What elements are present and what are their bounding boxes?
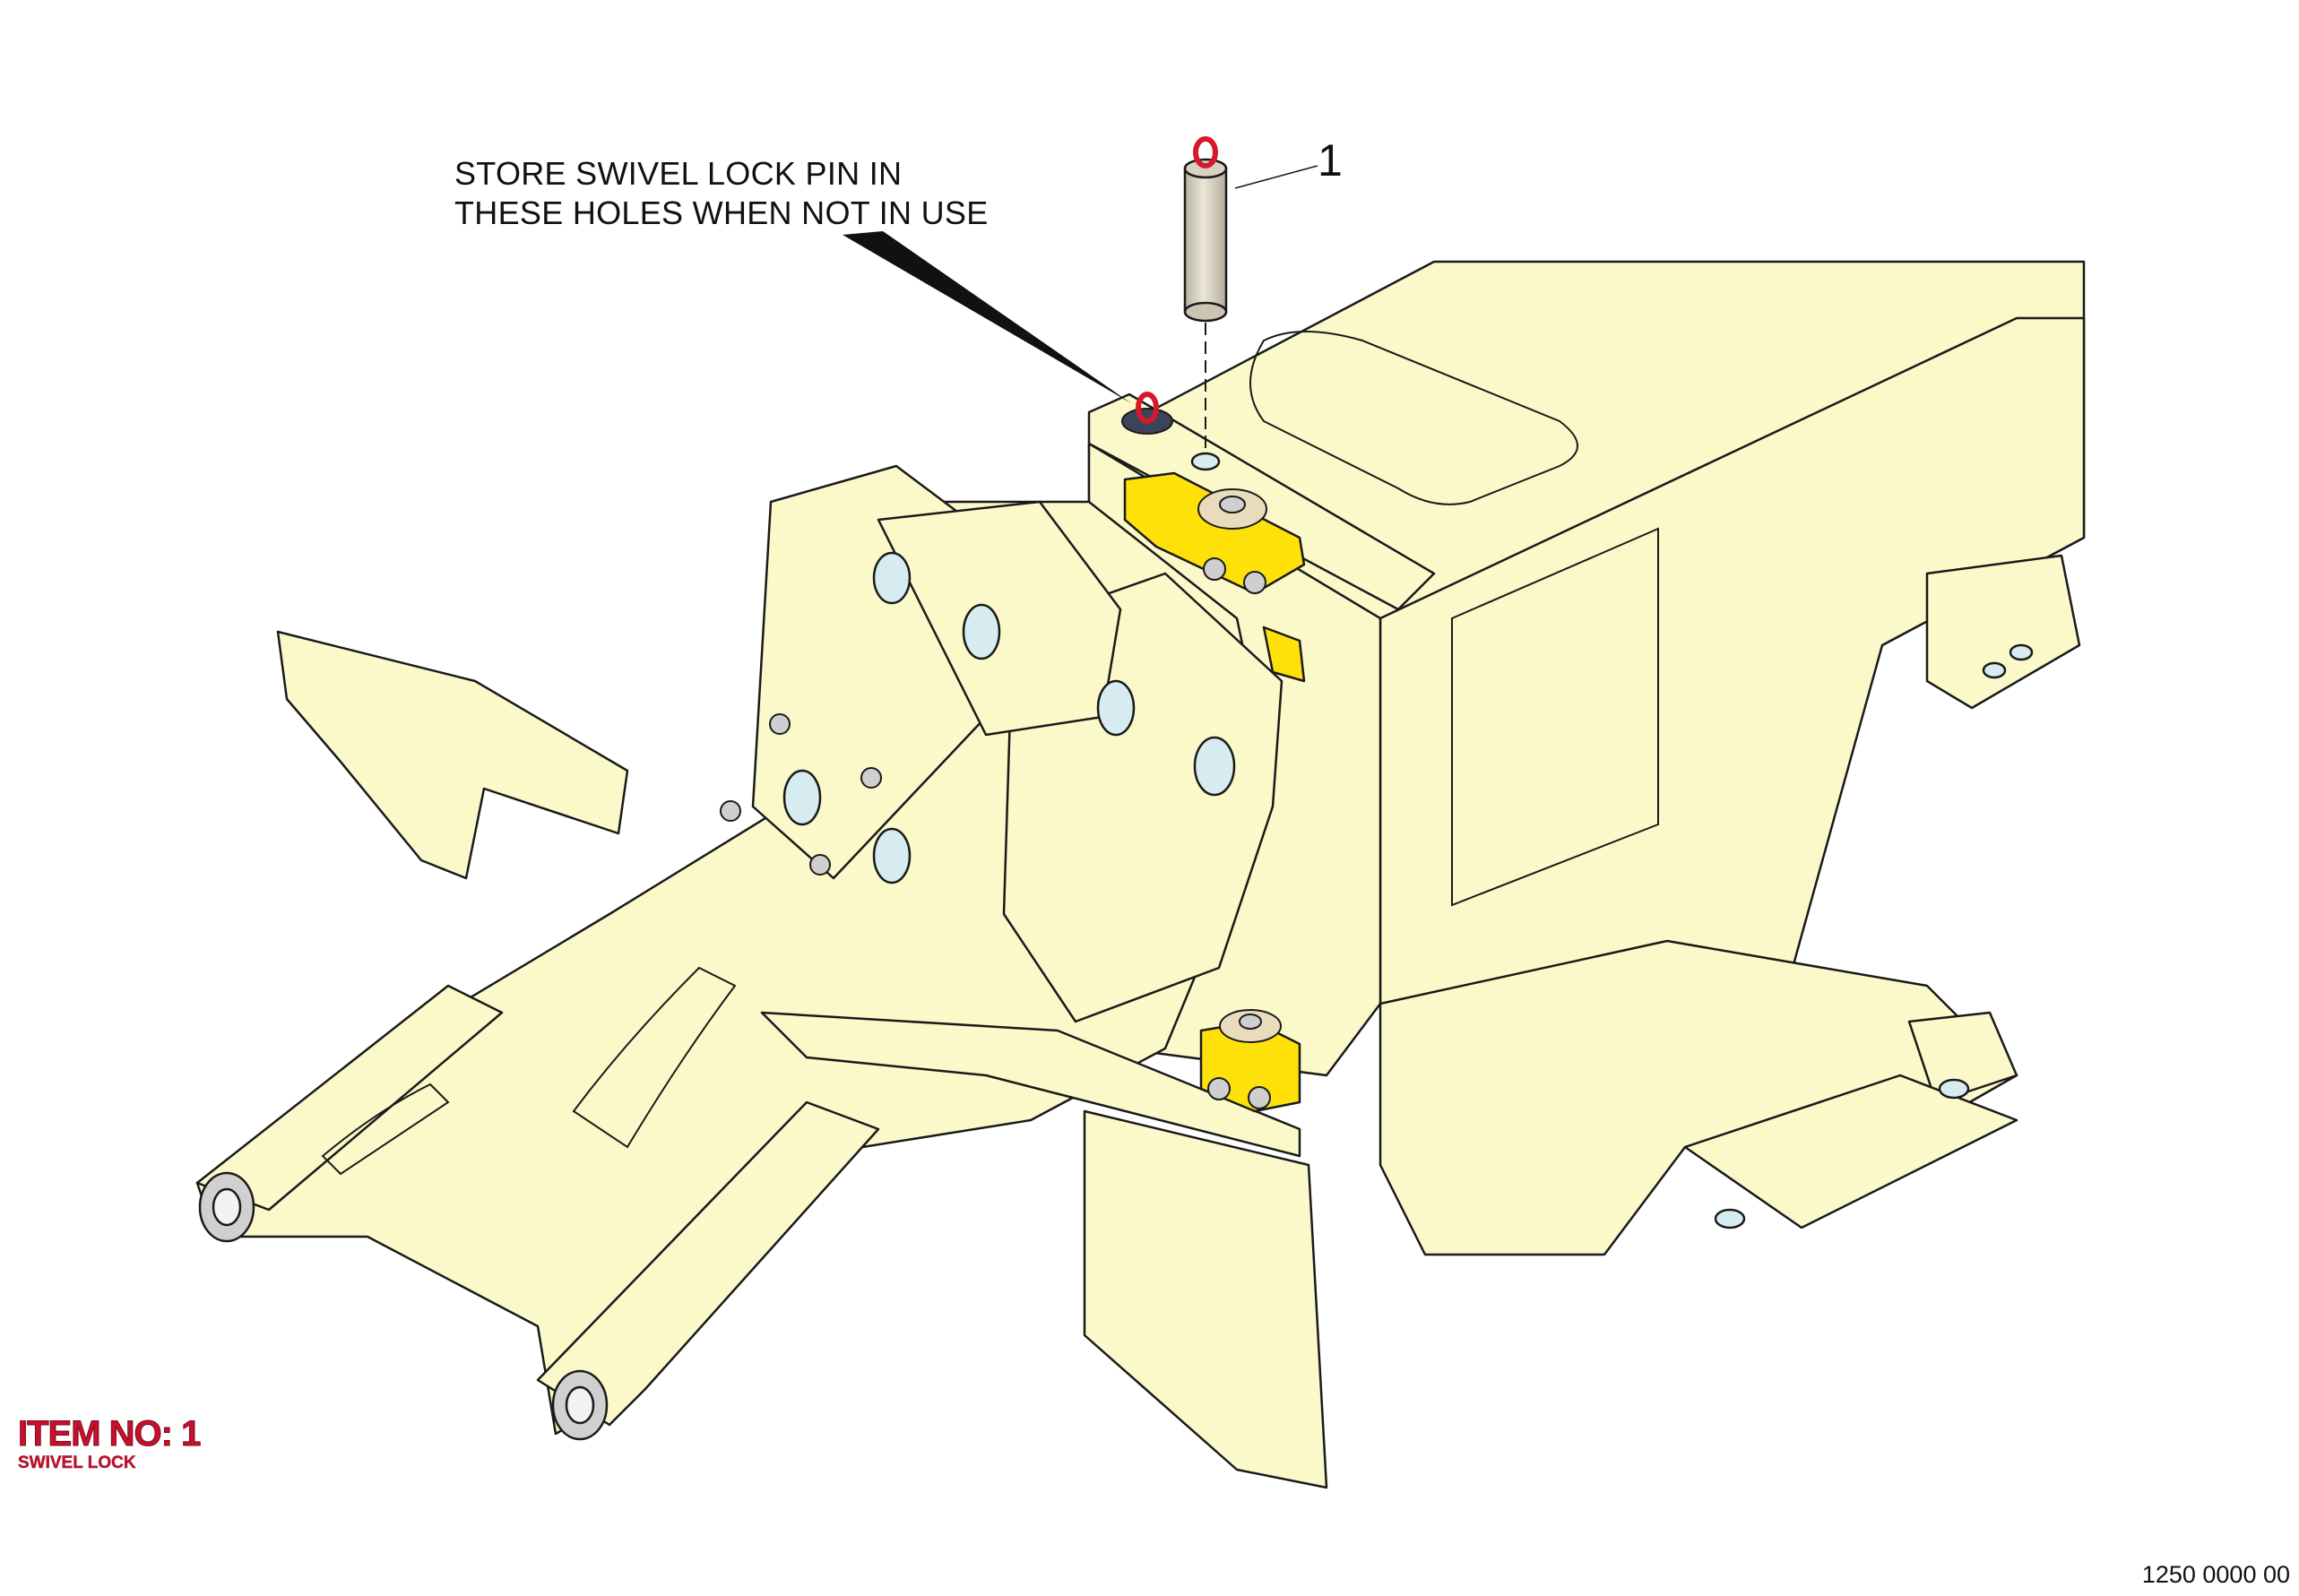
pin-body-icon — [1183, 167, 1228, 314]
drawing-number: 1250 0000 00 — [2141, 1561, 2290, 1588]
rear-frame-window — [1249, 331, 1578, 505]
rear-frame-bottom-plate — [1683, 1074, 2018, 1229]
storage-callout: STORE SWIVEL LOCK PIN IN THESE HOLES WHE… — [454, 154, 989, 233]
axle-mount-hole — [1714, 1208, 1746, 1229]
boom-tower-back — [877, 500, 1122, 737]
boom-pivot-hole — [962, 603, 1001, 660]
pin-bosses — [782, 452, 2034, 1229]
callout-leader-arrow — [843, 231, 1131, 403]
front-frame-slot — [572, 966, 737, 1149]
callout-line-2: THESE HOLES WHEN NOT IN USE — [454, 194, 989, 231]
callout-line-1: STORE SWIVEL LOCK PIN IN — [454, 155, 903, 192]
pin-pull-ring-icon — [1193, 136, 1218, 168]
front-guard-lower — [760, 1011, 1301, 1158]
item-stamp-description: SWIVEL LOCK — [18, 1454, 136, 1472]
swivel-lock-pin — [1183, 136, 1228, 323]
rear-frame-cutout — [1451, 527, 1659, 907]
stored-pin-ring-icon — [1136, 392, 1159, 424]
stored-pin — [1121, 392, 1173, 435]
lock-bolts — [1197, 488, 1282, 1109]
axle-mount-hole — [1938, 1078, 1970, 1100]
arm-end-rings — [198, 1171, 609, 1441]
bracket-bolts — [720, 713, 882, 876]
item-leader-line — [1234, 165, 1318, 189]
front-frame-slot-2 — [321, 1083, 450, 1176]
axle-mount-hole — [2009, 643, 2034, 661]
item-stamp-number: ITEM NO: 1 — [17, 1414, 201, 1454]
item-stamp: ITEM NO: 1 SWIVEL LOCK — [17, 1414, 201, 1473]
boom-pivot-hole — [1096, 679, 1136, 737]
cylinder-pin-hole — [782, 769, 822, 826]
axle-mount-hole — [1982, 661, 2007, 679]
front-guard-plate — [1083, 1109, 1328, 1489]
pin-storage-hole — [1190, 452, 1221, 471]
boom-pivot-hole — [872, 551, 912, 605]
item-number-label: 1 — [1318, 135, 1343, 185]
frame-assembly — [195, 260, 2086, 1489]
rear-frame-right-pad — [1907, 1011, 2018, 1104]
rear-frame-ear — [1925, 554, 2081, 710]
side-lock-block — [1262, 625, 1306, 683]
left-fender — [276, 630, 629, 880]
upper-lock-block — [1123, 471, 1306, 595]
boom-pivot-hole — [1193, 736, 1236, 797]
cylinder-pin-hole — [872, 827, 912, 884]
frame-details — [321, 331, 1659, 1176]
